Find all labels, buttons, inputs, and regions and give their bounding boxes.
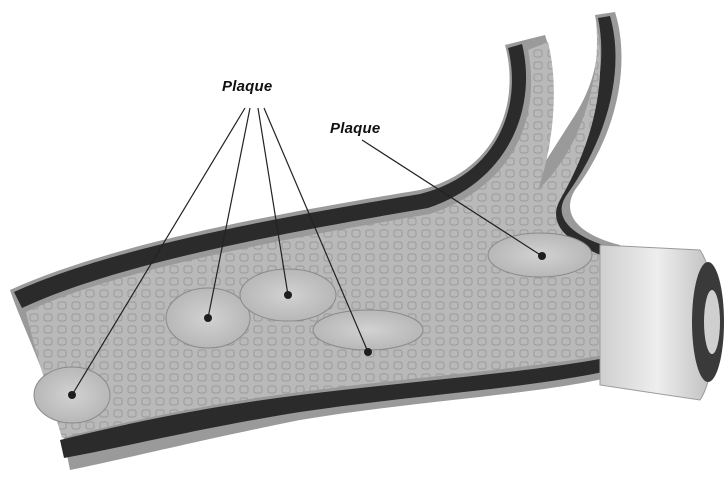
plaque-marker-5 xyxy=(538,252,546,260)
artery-end-inner xyxy=(704,290,720,354)
plaque-label-branch: Plaque xyxy=(330,120,380,137)
plaque-marker-2 xyxy=(204,314,212,322)
plaque-marker-4 xyxy=(364,348,372,356)
plaque-marker-3 xyxy=(284,291,292,299)
plaque-label-group: Plaque xyxy=(222,78,272,95)
plaque-lower-right xyxy=(313,310,423,350)
plaque-marker-1 xyxy=(68,391,76,399)
